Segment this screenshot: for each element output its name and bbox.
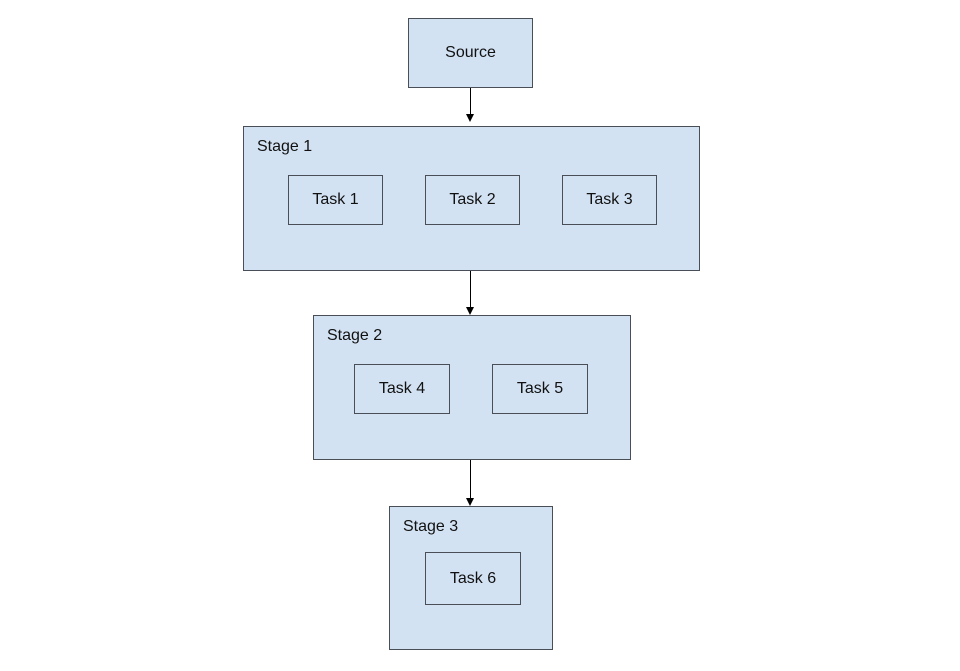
stage2-container: Stage 2 Task 4 Task 5 xyxy=(313,315,631,460)
task2-label: Task 2 xyxy=(449,191,496,208)
arrowhead-down-icon xyxy=(466,498,474,506)
task4-node: Task 4 xyxy=(354,364,450,414)
edge-stage2-to-stage3 xyxy=(470,460,471,499)
task6-label: Task 6 xyxy=(449,569,497,587)
stage2-label: Stage 2 xyxy=(327,327,383,344)
source-node: Source xyxy=(408,18,533,88)
task1-node: Task 1 xyxy=(288,175,383,225)
task2-node: Task 2 xyxy=(425,175,520,225)
arrowhead-down-icon xyxy=(466,307,474,315)
task1-label: Task 1 xyxy=(312,191,359,208)
stage3-label: Stage 3 xyxy=(403,518,459,535)
task5-node: Task 5 xyxy=(492,364,588,414)
task3-node: Task 3 xyxy=(562,175,657,225)
arrowhead-down-icon xyxy=(466,114,474,122)
task5-label: Task 5 xyxy=(516,380,564,397)
stage3-container: Stage 3 Task 6 xyxy=(389,506,553,650)
source-node-label: Source xyxy=(445,44,496,61)
stage1-container: Stage 1 Task 1 Task 2 Task 3 xyxy=(243,126,700,271)
task4-label: Task 4 xyxy=(378,380,426,397)
edge-stage1-to-stage2 xyxy=(470,271,471,308)
task3-label: Task 3 xyxy=(586,191,633,208)
task6-node: Task 6 xyxy=(425,552,521,605)
edge-source-to-stage1 xyxy=(470,88,471,115)
stage1-label: Stage 1 xyxy=(257,138,313,155)
